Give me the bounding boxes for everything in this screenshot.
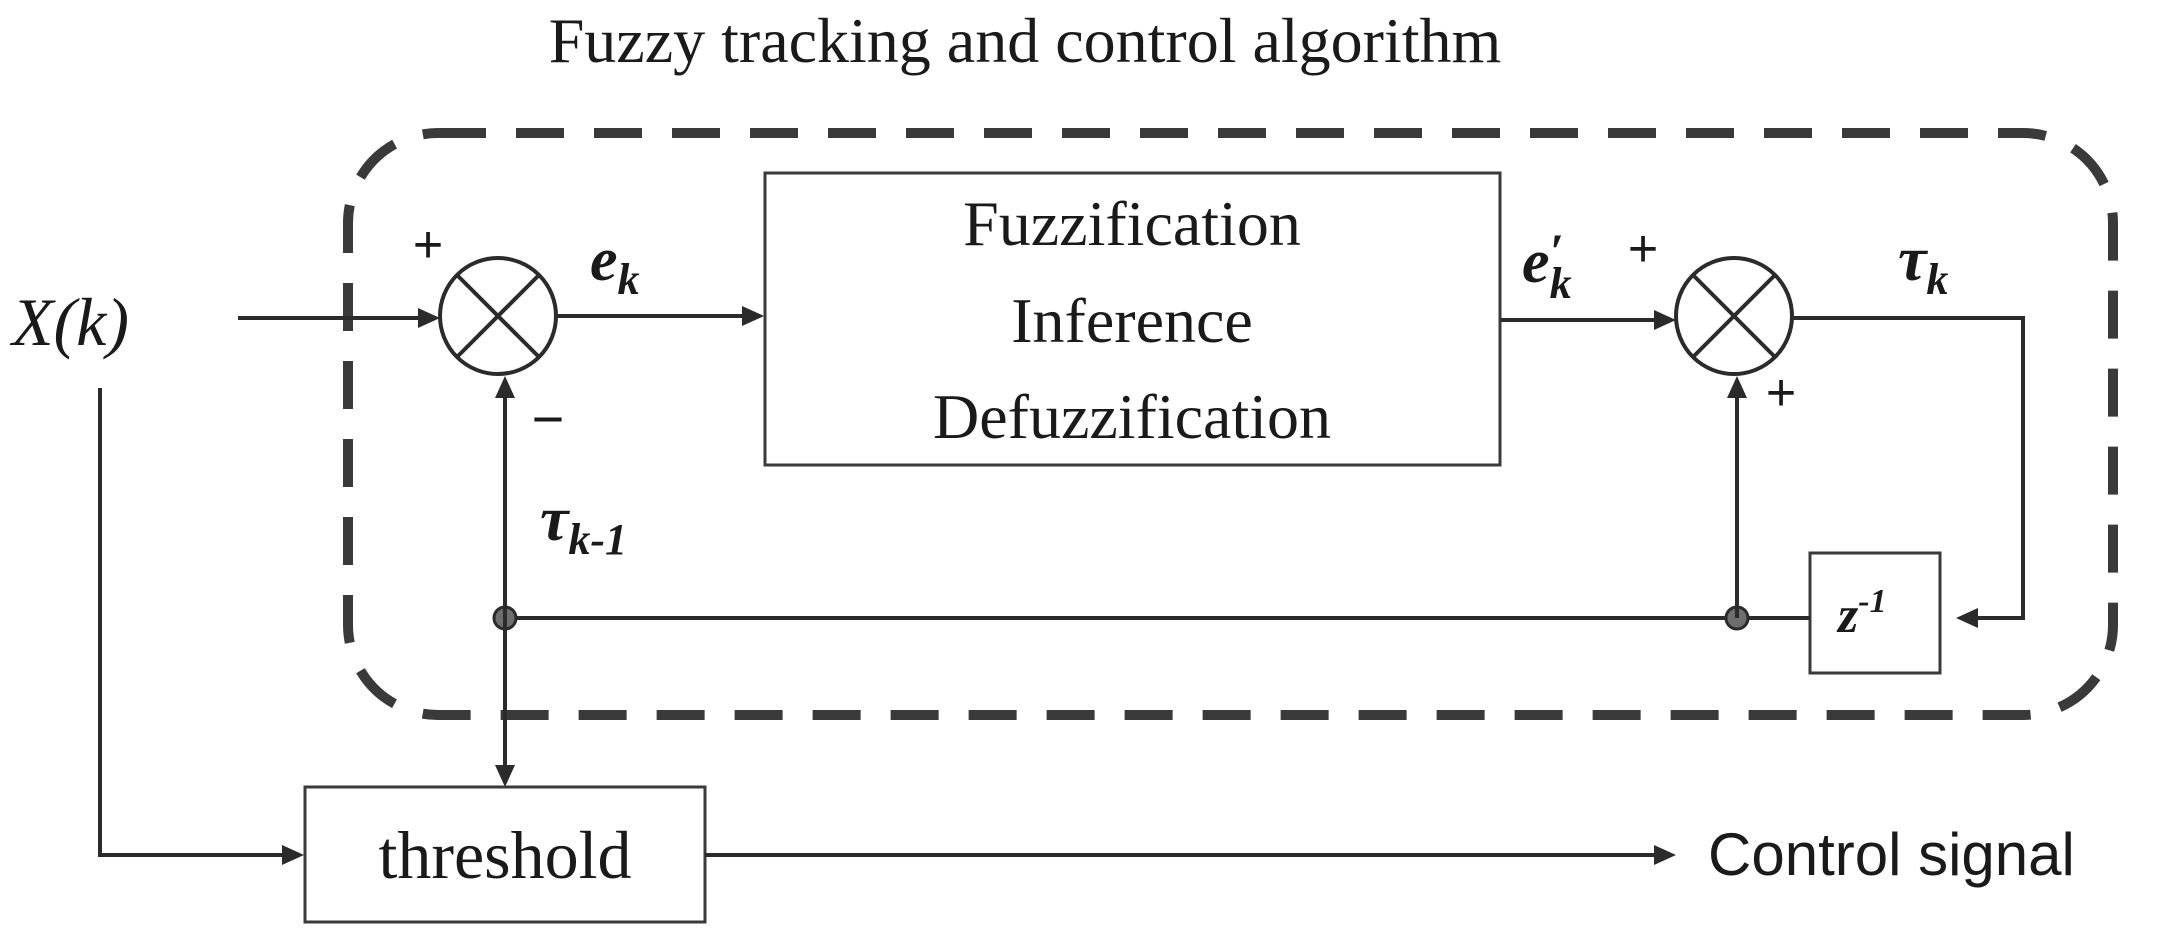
error-out-signal-prime: ′: [1550, 223, 1564, 279]
tau-k-sub: k: [1926, 255, 1948, 304]
error-out-signal-sub: k: [1550, 259, 1572, 308]
fuzzy-block-line2: Inference: [1011, 285, 1253, 356]
tau-k-base: τ: [1898, 223, 1929, 294]
error-out-signal-base: e: [1522, 228, 1550, 296]
input-to-sum1-arrowhead: [418, 308, 440, 328]
tau-k-arrowhead: [1956, 608, 1978, 628]
feedback-to-sum1-arrowhead: [495, 376, 515, 398]
input-to-threshold-path: [98, 388, 288, 857]
error-signal-base: e: [590, 226, 618, 294]
algorithm-boundary: [343, 128, 2118, 720]
feedback-to-sum2-arrowhead: [1727, 376, 1747, 398]
fuzzy-to-sum2-arrowhead: [1654, 310, 1676, 330]
fuzzy-block-line3: Defuzzification: [933, 381, 1331, 452]
diagram-title: Fuzzy tracking and control algorithm: [549, 5, 1502, 76]
tau-k-path: [1792, 316, 2025, 620]
tau-prev-base: τ: [540, 483, 571, 554]
tau-prev-sub: k-1: [568, 515, 627, 564]
sum1-to-fuzzy-arrowhead: [742, 306, 764, 326]
threshold-block: [303, 785, 707, 924]
sum1-plus-sign: +: [413, 216, 443, 274]
delay-block: [1808, 551, 1942, 675]
sum1-minus-sign: −: [532, 387, 565, 450]
error-signal-sub: k: [618, 255, 640, 304]
feedback-to-threshold-arrowhead: [495, 765, 515, 787]
delay-block-exp: -1: [1858, 583, 1886, 620]
input-label: X(k): [9, 284, 129, 360]
summing-junction-2: [1674, 256, 1794, 376]
input-to-threshold-arrowhead: [282, 845, 304, 865]
tau-prev-label: τk-1: [540, 483, 627, 564]
summing-junction-1: [438, 256, 558, 376]
tau-k-label: τk: [1898, 223, 1948, 304]
error-out-signal-label: e′k: [1522, 223, 1572, 308]
sum2-plus-top-sign: +: [1628, 220, 1658, 278]
threshold-label: threshold: [378, 817, 631, 893]
sum2-plus-bottom-sign: +: [1766, 364, 1796, 422]
delay-block-base: z: [1836, 587, 1859, 644]
fuzzy-block-line1: Fuzzification: [963, 188, 1301, 259]
error-signal-label: ek: [590, 226, 640, 304]
delay-block-label: z-1: [1836, 583, 1887, 644]
threshold-to-output-arrowhead: [1654, 845, 1676, 865]
output-label: Control signal: [1708, 821, 2075, 888]
